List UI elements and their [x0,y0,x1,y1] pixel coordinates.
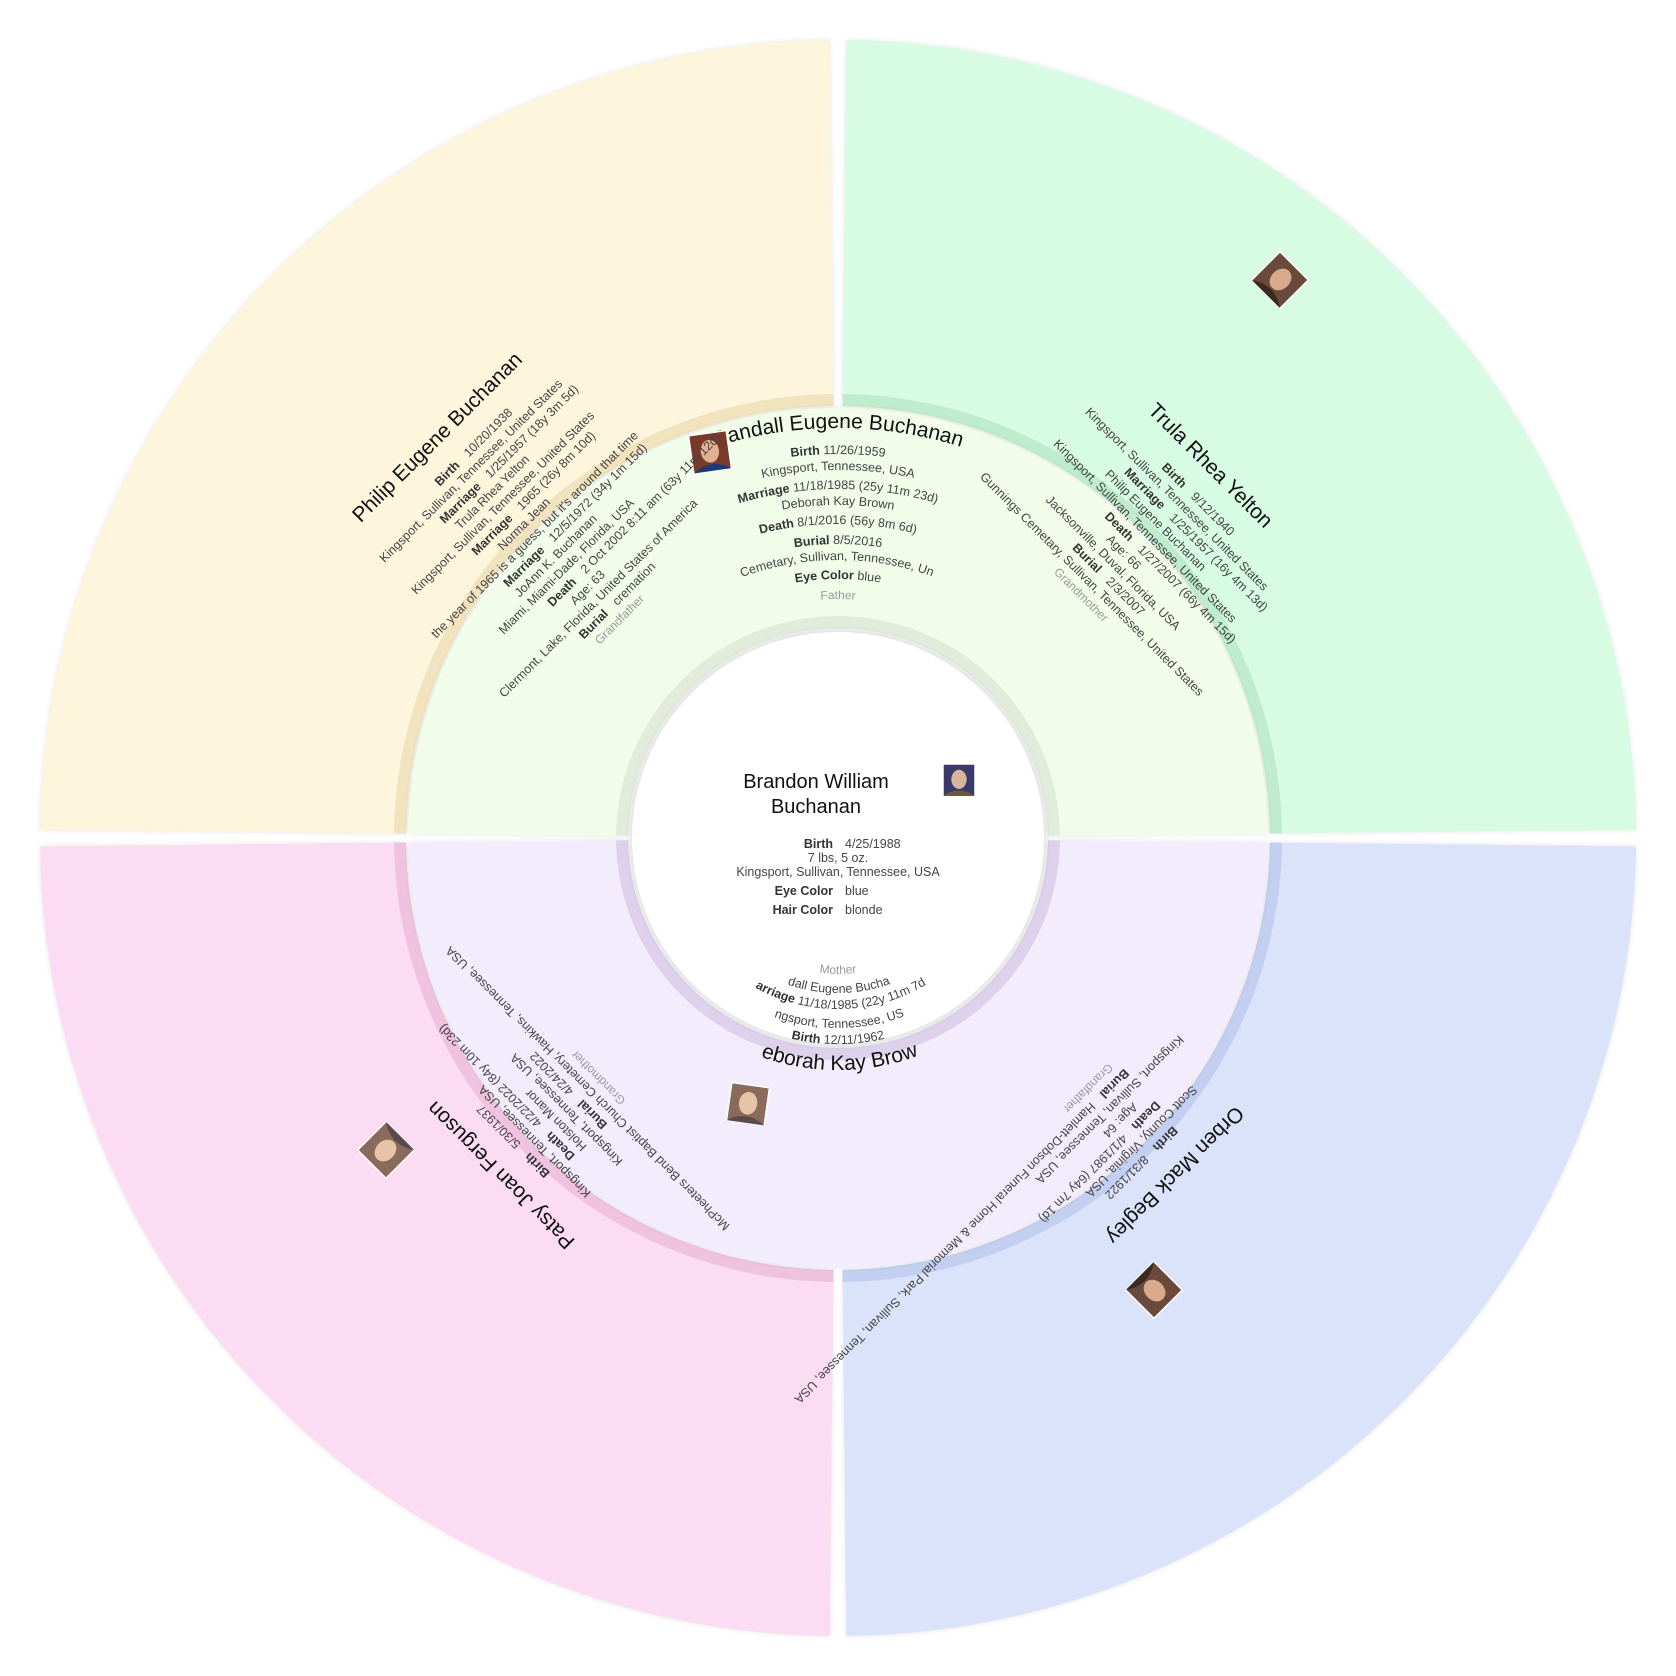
maternal_grandfather-photo[interactable] [1124,1260,1184,1320]
segment-maternal-grandmother[interactable] [40,842,834,1636]
mother-photo-face [738,1091,758,1115]
root-fact-value: Kingsport, Sullivan, Tennessee, USA [736,865,940,879]
root-photo[interactable] [942,763,976,797]
root-fact-value: 4/25/1988 [845,837,901,851]
root-fact-label: Eye Color [775,884,833,898]
segment-paternal-grandmother[interactable] [842,40,1636,834]
mother-relation: Mother [819,962,857,977]
father-fact: Birth 11/26/1959 [790,443,887,460]
center-circle[interactable] [632,632,1044,1044]
paternal_grandmother-photo-face [1269,268,1292,291]
root-fact-value: 7 lbs, 5 oz. [808,851,868,865]
father-photo-face [700,439,720,463]
father-photo[interactable] [687,429,733,475]
root-photo-shoulders [943,790,975,796]
root-fact-label: Hair Color [773,903,834,917]
father-photo-shoulders [693,463,732,474]
maternal_grandmother-photo[interactable] [356,1120,416,1180]
mother-photo-shoulders [726,1115,765,1126]
father-fact-line: Deborah Kay Brown [781,494,896,513]
maternal_grandmother-photo-face [374,1139,397,1162]
maternal_grandfather-photo-face [1143,1279,1166,1302]
father-fact: Burial 8/5/2016 [793,533,883,550]
root-fact-value: blue [845,884,869,898]
root-photo-face [951,769,967,789]
segment-maternal-grandfather[interactable] [842,842,1636,1636]
root-fact-value: blonde [845,903,883,917]
root-fact-label: Birth [804,837,833,851]
paternal_grandmother-photo[interactable] [1250,250,1310,310]
segment-paternal-grandfather[interactable] [40,40,834,834]
mother-photo[interactable] [725,1081,771,1127]
